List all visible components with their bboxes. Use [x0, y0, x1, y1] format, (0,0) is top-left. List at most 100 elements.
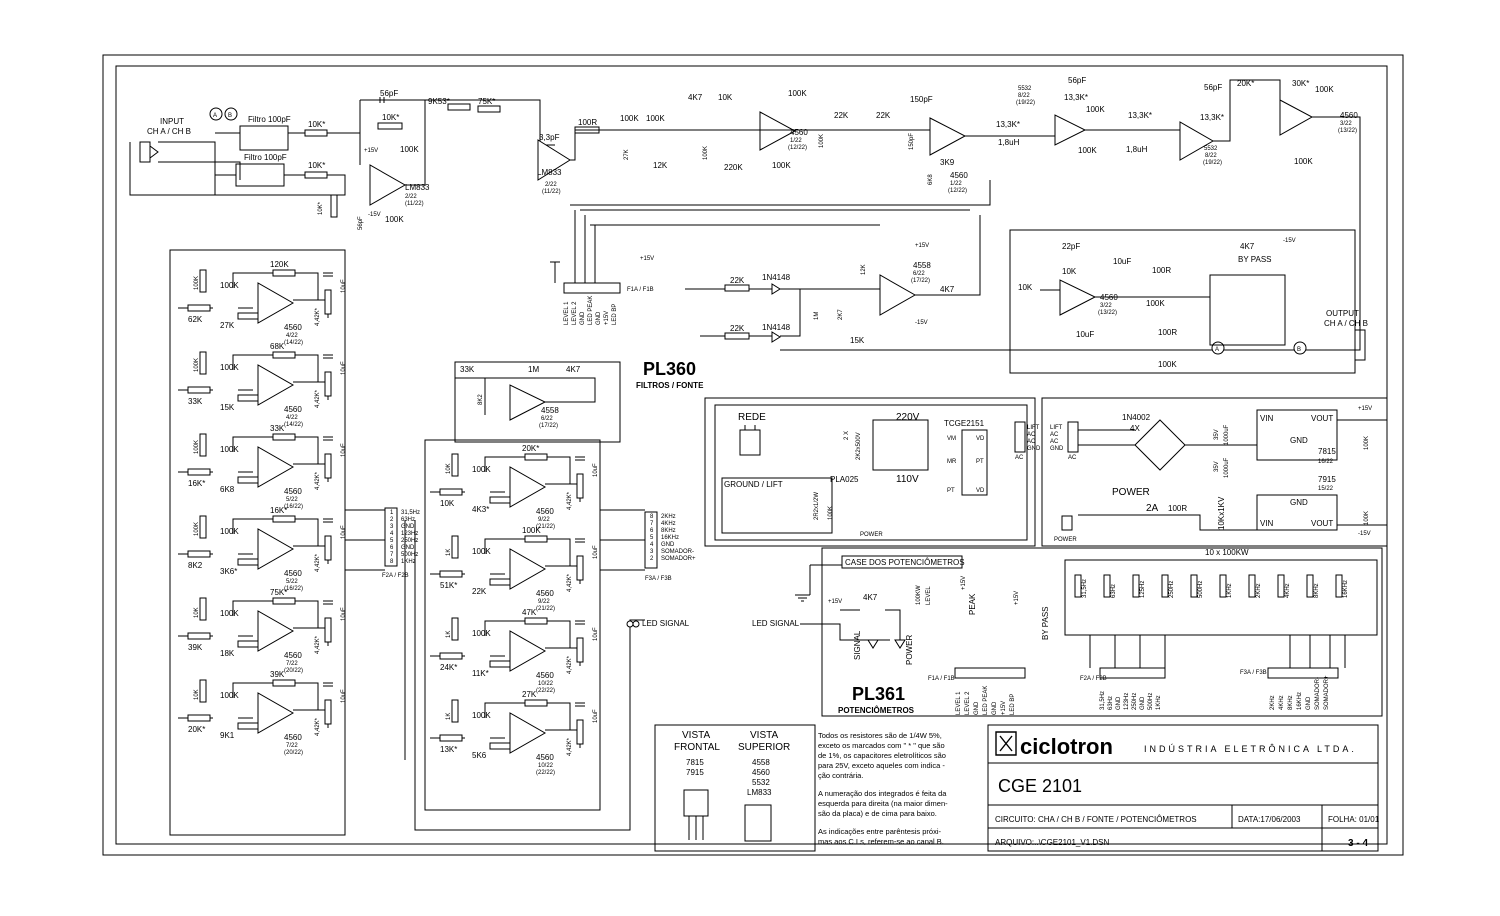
pl361-subtitle: POTENCIÔMETROS — [838, 706, 915, 715]
svg-text:1/22: 1/22 — [790, 138, 802, 144]
svg-text:(11/22): (11/22) — [542, 189, 561, 195]
pl361-f1-pin: +15V — [1001, 701, 1007, 715]
band-feedback-resistor: 47K — [522, 608, 537, 617]
band-ground-resistor: 5K6 — [472, 751, 487, 760]
band-output-resistor: 4,42K* — [567, 737, 573, 756]
svg-text:1M: 1M — [528, 365, 539, 374]
svg-text:F3A / F3B: F3A / F3B — [1240, 670, 1267, 676]
svg-text:1000uF: 1000uF — [1224, 457, 1230, 478]
band-feedback-resistor: 75K* — [270, 588, 287, 597]
svg-text:GND: GND — [1027, 446, 1041, 452]
svg-text:4560: 4560 — [1340, 111, 1358, 120]
svg-text:35V: 35V — [1214, 461, 1220, 472]
svg-text:100K: 100K — [819, 134, 825, 148]
svg-text:(20/22): (20/22) — [284, 668, 303, 674]
svg-text:2 X: 2 X — [844, 431, 850, 440]
svg-text:100K: 100K — [1086, 105, 1105, 114]
svg-text:100K: 100K — [828, 506, 834, 520]
svg-text:5/22: 5/22 — [286, 497, 298, 503]
svg-text:(16/22): (16/22) — [284, 586, 303, 592]
output-stage: 22pF 10K 10K 4560 3/22 (13/22) 10uF 100R… — [1009, 229, 1368, 374]
connector-f1-pin: LEVEL 1 — [564, 301, 570, 325]
band-output-resistor: 4,42K* — [315, 553, 321, 572]
svg-text:2A: 2A — [1146, 503, 1159, 514]
svg-text:100K: 100K — [472, 547, 491, 556]
svg-text:7/22: 7/22 — [286, 743, 298, 749]
svg-text:(16/22): (16/22) — [284, 504, 303, 510]
band-output-resistor: 4,42K* — [315, 471, 321, 490]
svg-text:100K: 100K — [220, 691, 239, 700]
svg-text:1N4148: 1N4148 — [762, 323, 791, 332]
pl361-f1-pin: GND — [974, 701, 980, 715]
band-feedback-resistor: 27K — [522, 690, 537, 699]
svg-text:PEAK: PEAK — [968, 593, 977, 615]
band-capacitor: 10uF — [341, 525, 347, 539]
svg-text:1/22: 1/22 — [950, 181, 962, 187]
svg-text:100K: 100K — [472, 465, 491, 474]
to220-package-icon — [683, 789, 709, 817]
band-input-resistor: 20K* — [188, 725, 205, 734]
connector-f1-pin: LED BP — [612, 304, 618, 325]
svg-text:TCGE2151: TCGE2151 — [944, 419, 985, 428]
svg-text:AC: AC — [1027, 439, 1036, 445]
svg-text:100K: 100K — [1315, 85, 1334, 94]
connector-pin-label: 123Hz — [401, 531, 418, 537]
note-line: As indicações entre parêntesis próxi- — [818, 827, 941, 836]
connector-pin-number: 6 — [390, 545, 394, 551]
pl361-f2-pin: GND — [1116, 696, 1122, 710]
eq-band-right-2: 24K*1K47K100K11K*456010/22(22/22)4,42K*1… — [430, 608, 599, 694]
pot-5 — [1219, 574, 1227, 598]
svg-text:B: B — [1297, 347, 1301, 353]
pl360-title: PL360 — [643, 359, 696, 379]
svg-text:F2A / F2B: F2A / F2B — [1080, 676, 1107, 682]
svg-text:100K: 100K — [1364, 511, 1370, 525]
svg-text:GROUND / LIFT: GROUND / LIFT — [724, 480, 783, 489]
svg-text:MR: MR — [947, 459, 957, 465]
svg-text:5532: 5532 — [752, 778, 770, 787]
connector-pin-number: 8 — [390, 559, 394, 565]
title-block: ciclotron INDÚSTRIA ELETRÔNICA LTDA. CGE… — [987, 724, 1380, 852]
band-bias-resistor: 10K — [446, 463, 452, 474]
svg-text:2/22: 2/22 — [405, 194, 417, 200]
svg-text:1,8uH: 1,8uH — [1126, 145, 1148, 154]
mains-plug-icon — [739, 425, 761, 456]
svg-text:10/22: 10/22 — [538, 681, 554, 687]
svg-text:3K9: 3K9 — [940, 158, 955, 167]
svg-text:12K: 12K — [861, 264, 867, 275]
svg-text:OUTPUT: OUTPUT — [1326, 309, 1359, 318]
svg-text:5532: 5532 — [1204, 146, 1218, 152]
band-feedback-resistor: 39K — [270, 670, 285, 679]
svg-text:100K: 100K — [703, 146, 709, 160]
pl361-f2-pin: 31,5Hz — [1100, 691, 1106, 710]
svg-text:10uF: 10uF — [1113, 257, 1131, 266]
svg-text:100K: 100K — [385, 215, 404, 224]
svg-text:22K: 22K — [876, 111, 891, 120]
svg-text:LM833: LM833 — [537, 168, 562, 177]
svg-text:GND: GND — [1050, 446, 1064, 452]
svg-text:VIN: VIN — [1260, 519, 1274, 528]
band-ic: 4560 — [284, 569, 302, 578]
page-number: 3 - 4 — [1348, 838, 1368, 849]
svg-text:+15V: +15V — [1014, 591, 1020, 605]
svg-text:6/22: 6/22 — [913, 271, 925, 277]
band-ic: 4560 — [536, 507, 554, 516]
svg-text:100R: 100R — [1158, 328, 1177, 337]
connector-pin-number: 6 — [650, 528, 654, 534]
pl361-f2-pin: GND — [1140, 696, 1146, 710]
svg-text:6/22: 6/22 — [541, 416, 553, 422]
pot-1 — [1103, 574, 1111, 598]
svg-text:4558: 4558 — [752, 758, 770, 767]
svg-text:(14/22): (14/22) — [284, 422, 303, 428]
svg-text:100K: 100K — [220, 363, 239, 372]
connector-pin-number: 4 — [390, 531, 394, 537]
bypass-switch — [1209, 274, 1286, 346]
band-ground-resistor: 11K* — [472, 669, 489, 678]
svg-text:56pF: 56pF — [1068, 76, 1086, 85]
band-capacitor: 10uF — [593, 463, 599, 477]
peak-detector: 22K 1N4148 22K 1N4148 1M 2K7 12K 15K 455… — [685, 215, 981, 345]
diode2-icon — [771, 331, 781, 343]
peak-opamp-icon — [879, 274, 917, 316]
svg-text:BY PASS: BY PASS — [1238, 255, 1272, 264]
